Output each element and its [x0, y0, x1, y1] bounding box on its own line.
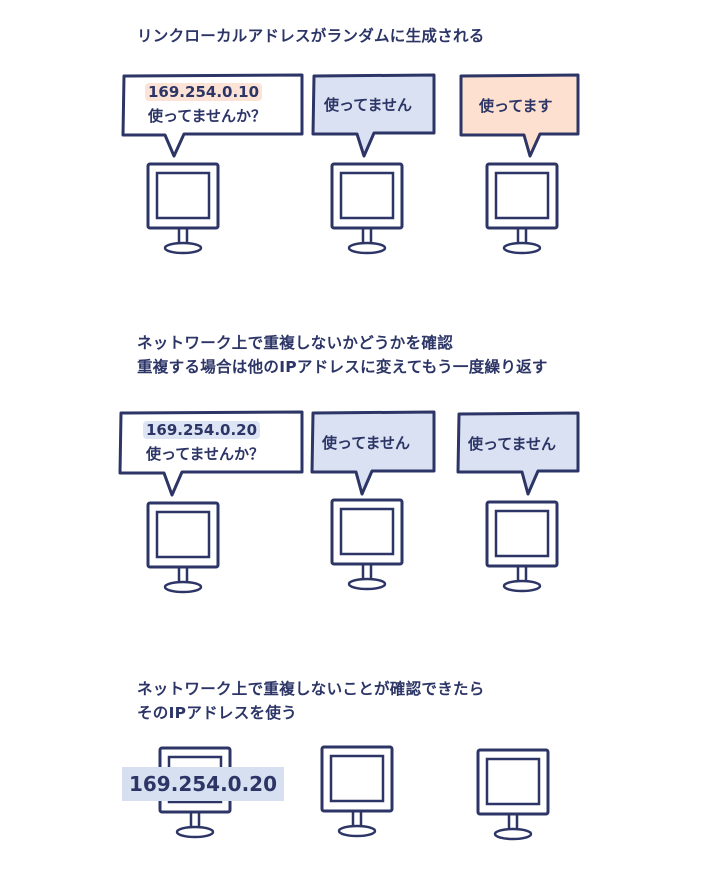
section1-request-ip: 169.254.0.10: [145, 83, 263, 101]
section2-caption-line-2: 重複する場合は他のIPアドレスに変えてもう一度繰り返す: [137, 358, 548, 376]
section1-request-text: 169.254.0.10 使ってませんか？: [145, 80, 267, 128]
section2-request-question: 使ってませんか？: [146, 445, 265, 463]
section3-monitor-2: [320, 745, 394, 838]
section1-reply-1-text: 使ってません: [324, 96, 413, 114]
section3-caption-line-2: そのIPアドレスを使う: [137, 704, 297, 722]
section2-caption-line-1: ネットワーク上で重複しないかどうかを確認: [137, 334, 454, 352]
section1-request-question: 使ってませんか？: [148, 107, 267, 125]
section2-bubble-reply-2: [456, 411, 580, 496]
assigned-ip-label: 169.254.0.20: [122, 767, 284, 801]
section2-reply-2-text: 使ってません: [468, 435, 557, 453]
section1-reply-2-text: 使ってます: [479, 97, 553, 115]
section2-caption: ネットワーク上で重複しないかどうかを確認 重複する場合は他のIPアドレスに変えて…: [137, 331, 548, 379]
section2-request-text: 169.254.0.20 使ってませんか？: [143, 418, 265, 466]
section1-caption: リンクローカルアドレスがランダムに生成される: [137, 24, 485, 48]
section3-caption: ネットワーク上で重複しないことが確認できたら そのIPアドレスを使う: [137, 677, 485, 725]
section1-bubble-reply-2: [459, 73, 580, 158]
section2-monitor-1: [146, 501, 220, 594]
section2-monitor-3: [485, 500, 559, 593]
section2-monitor-2: [330, 498, 404, 591]
section2-request-ip: 169.254.0.20: [143, 421, 261, 439]
section2-bubble-reply-1: [310, 410, 436, 496]
section1-monitor-3: [485, 162, 559, 255]
section2-reply-1-text: 使ってません: [322, 434, 411, 452]
section1-monitor-1: [146, 162, 220, 255]
section1-monitor-2: [330, 162, 404, 255]
section3-monitor-3: [476, 748, 550, 841]
section1-caption-line: リンクローカルアドレスがランダムに生成される: [137, 27, 485, 45]
section1-bubble-reply-1: [311, 73, 436, 158]
section3-caption-line-1: ネットワーク上で重複しないことが確認できたら: [137, 680, 485, 698]
